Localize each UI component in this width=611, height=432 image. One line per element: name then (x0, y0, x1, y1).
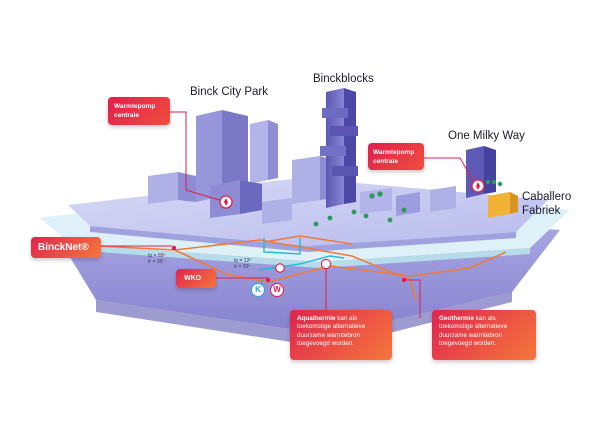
warmtepomp-right-line2: centrale (373, 158, 398, 165)
warmtepomp-left-line1: Warmtepomp (114, 103, 156, 110)
aquathermie-icon (320, 258, 332, 270)
wko-label: WKO (184, 275, 202, 282)
aquathermie-line4: toegevoegd worden. (297, 339, 355, 347)
trees (313, 179, 503, 227)
aquathermie-line2: toekomstige alternatieve (297, 323, 366, 331)
label-caballero-line2: Fabriek (522, 205, 561, 217)
warm-badge: W (270, 283, 284, 297)
koud-badge: K (251, 283, 265, 297)
wko-supply-temp: tp = 12º (234, 258, 252, 264)
aquathermie-line1: kan als (335, 315, 358, 322)
label-caballero-fabriek: Caballero Fabriek (522, 190, 571, 218)
heat-pump-left-icon (219, 195, 233, 209)
label-binck-city-park: Binck City Park (190, 86, 268, 98)
geothermie-callout: Geothermie kan als toekomstige alternati… (432, 310, 536, 360)
bincknet-label: BinckNet® (38, 242, 89, 253)
wko-temp-readout: tp = 12º tr = 20º (234, 258, 251, 270)
geothermie-line4: toegevoegd worden. (439, 339, 497, 347)
wko-pump-icon (275, 263, 285, 273)
net-supply-temp: tp = 65º (148, 253, 166, 259)
warmtepomp-left-callout: Warmtepomp centrale (108, 97, 170, 125)
wko-callout: WKO (176, 269, 216, 288)
net-temp-readout: tp = 65º tr = 35º (148, 253, 165, 265)
warmtepomp-left-line2: centrale (114, 112, 139, 119)
net-return-temp: tr = 35º (148, 259, 165, 265)
aquathermie-callout: Aquathermie kan als toekomstige alternat… (290, 310, 392, 360)
wko-return-temp: tr = 20º (234, 264, 251, 270)
aquathermie-title: Aquathermie (297, 315, 336, 322)
aquathermie-line3: duurzame warmtebron (297, 331, 360, 339)
warmtepomp-right-callout: Warmtepomp centrale (368, 143, 424, 170)
heat-pump-right-icon (471, 179, 485, 193)
geothermie-line3: duurzame warmtebron (439, 331, 502, 339)
geothermie-title: Geothermie (439, 315, 474, 322)
label-caballero-line1: Caballero (522, 191, 572, 203)
geothermie-line2: toekomstige alternatieve (439, 323, 508, 331)
buildings (148, 88, 518, 224)
leader-lines (100, 111, 477, 318)
label-binckblocks: Binckblocks (313, 73, 374, 85)
warmtepomp-right-line1: Warmtepomp (373, 149, 415, 156)
label-one-milky-way: One Milky Way (448, 130, 525, 142)
pipe-nodes (171, 245, 407, 283)
geothermie-line1: kan als (474, 315, 496, 322)
water-edge (70, 244, 530, 268)
bincknet-callout: BinckNet® (31, 237, 101, 258)
